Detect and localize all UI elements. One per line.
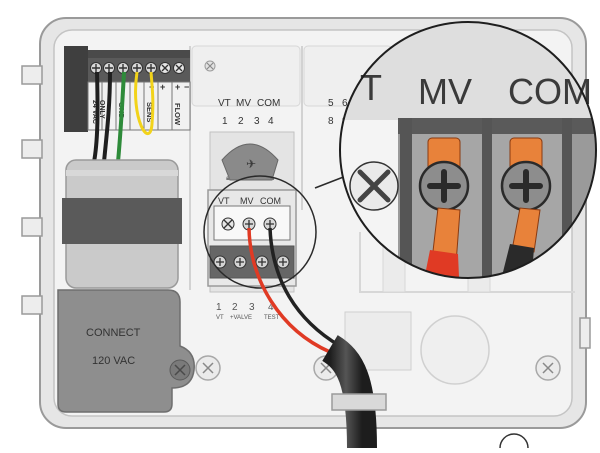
module-label-vt: VT <box>218 196 230 206</box>
power-wires <box>92 71 155 163</box>
module-screw-icon <box>213 255 227 269</box>
terminal-screw-icon <box>103 62 115 74</box>
module-screw-icon <box>233 255 247 269</box>
lock-icon: 🔒︎ <box>226 173 230 182</box>
zoom-label-com: COM <box>508 71 592 112</box>
terminal-screw-icon <box>145 62 157 74</box>
sens-terminal-label: SENS <box>145 102 154 122</box>
connect-label: CONNECT <box>86 327 141 339</box>
terminal-screw-icon <box>173 62 185 74</box>
valve-wires <box>247 227 341 354</box>
terminal-screw-icon <box>90 62 102 74</box>
module-screw-icon <box>276 255 290 269</box>
module-footer-vt: VT <box>216 315 224 321</box>
flow-minus-label: − <box>184 82 189 92</box>
callout-circle <box>203 175 317 289</box>
station-label-vt: VT <box>218 98 231 109</box>
zoom-circle-outline <box>339 21 597 279</box>
module-screw-icon <box>221 217 235 231</box>
module-footer-valve: +VALVE <box>230 315 252 321</box>
power-terminal-strip: 24 VAC ONLY GND SENS − + FLOW + − <box>64 46 191 132</box>
ac-terminal-label: 24 VAC <box>91 100 98 124</box>
cable-grommet <box>331 393 387 411</box>
zoom-labels: T MV COM <box>360 67 592 112</box>
module-label-com: COM <box>260 196 281 206</box>
sens-plus-label: + <box>160 82 165 92</box>
ac-terminal-sublabel: ONLY <box>98 100 105 119</box>
valve-cable <box>321 335 377 449</box>
flow-plus-label: + <box>175 82 180 92</box>
station-number-4: 4 <box>268 116 274 127</box>
zoom-leader-line <box>314 175 347 189</box>
housing-screw-icon <box>535 355 561 381</box>
module-label-mv: MV <box>240 196 254 206</box>
module-footer-test: TEST <box>264 315 280 321</box>
corner-mark-icon <box>499 433 529 449</box>
station-label-com: COM <box>257 98 280 109</box>
station-number-5: 5 <box>328 98 334 109</box>
rainbird-logo-icon: ✈ <box>246 157 256 171</box>
station-number-8: 8 <box>328 116 334 127</box>
module-number-2: 2 <box>232 302 238 313</box>
zoom-label-vt: T <box>360 67 382 108</box>
zoom-label-mv: MV <box>418 71 472 112</box>
terminal-screw-icon <box>131 62 143 74</box>
station-number-3: 3 <box>254 116 260 127</box>
station-number-2: 2 <box>238 116 244 127</box>
transformer <box>62 159 182 289</box>
station-label-mv: MV <box>236 98 251 109</box>
connect-120vac-panel: CONNECT 120 VAC <box>57 289 195 413</box>
module-number-4: 4 <box>268 302 274 313</box>
module-number-3: 3 <box>249 302 255 313</box>
module-number-1: 1 <box>216 302 222 313</box>
station-number-6: 6 <box>342 98 348 109</box>
housing-screw-icon <box>195 355 221 381</box>
housing-screw-icon <box>204 60 216 72</box>
station-number-1: 1 <box>222 116 228 127</box>
flow-terminal-label: FLOW <box>173 103 182 126</box>
voltage-label: 120 VAC <box>92 355 135 367</box>
terminal-screw-icon <box>159 62 171 74</box>
module-screw-icon <box>255 255 269 269</box>
terminal-screw-icon <box>117 62 129 74</box>
